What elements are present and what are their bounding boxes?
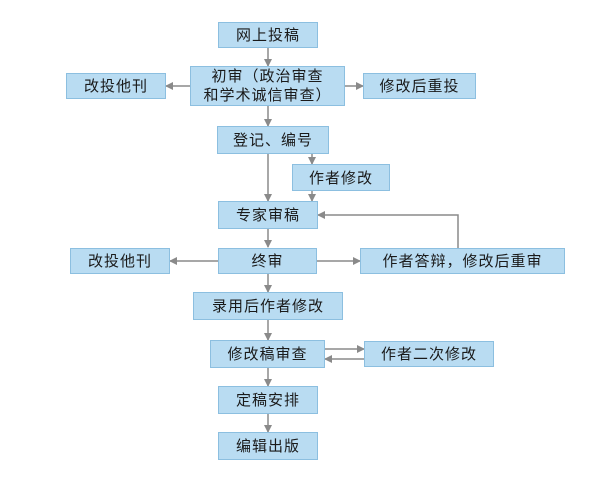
node-initial-review-line1: 初审（政治审查 <box>211 67 324 85</box>
node-final-review-label: 终审 <box>251 252 284 270</box>
node-revise-resubmit-label: 修改后重投 <box>379 77 460 95</box>
node-accepted-revise-label: 录用后作者修改 <box>211 297 324 315</box>
node-author-rebuttal-label: 作者答辩，修改后重审 <box>382 252 543 270</box>
node-second-revision: 作者二次修改 <box>364 341 494 367</box>
node-final-arrangement: 定稿安排 <box>218 386 318 414</box>
node-online-submission: 网上投稿 <box>218 22 318 48</box>
node-revised-review: 修改稿审查 <box>210 340 325 368</box>
node-online-submission-label: 网上投稿 <box>235 26 300 44</box>
arrow-rebuttal-loop <box>317 211 459 248</box>
node-final-arrangement-label: 定稿安排 <box>235 391 300 409</box>
node-resubmit-elsewhere-top: 改投他刊 <box>66 73 166 99</box>
node-registration: 登记、编号 <box>217 126 329 154</box>
node-resubmit-elsewhere-bottom-label: 改投他刊 <box>87 252 152 270</box>
node-revise-resubmit: 修改后重投 <box>363 73 476 99</box>
node-second-revision-label: 作者二次修改 <box>380 345 477 363</box>
node-author-revise: 作者修改 <box>292 164 390 191</box>
node-revised-review-label: 修改稿审查 <box>227 345 308 363</box>
node-expert-review: 专家审稿 <box>218 201 318 229</box>
node-initial-review-line2: 和学术诚信审查） <box>203 86 332 104</box>
node-initial-review: 初审（政治审查 和学术诚信审查） <box>190 66 345 106</box>
node-author-rebuttal: 作者答辩，修改后重审 <box>360 248 565 274</box>
node-editing-publishing: 编辑出版 <box>218 432 318 460</box>
node-accepted-revise: 录用后作者修改 <box>193 292 343 320</box>
node-resubmit-elsewhere-top-label: 改投他刊 <box>83 77 148 95</box>
node-final-review: 终审 <box>218 248 317 274</box>
node-resubmit-elsewhere-bottom: 改投他刊 <box>70 248 170 274</box>
node-author-revise-label: 作者修改 <box>308 168 373 187</box>
node-editing-publishing-label: 编辑出版 <box>235 437 300 455</box>
node-registration-label: 登记、编号 <box>232 131 313 149</box>
node-expert-review-label: 专家审稿 <box>235 206 300 224</box>
